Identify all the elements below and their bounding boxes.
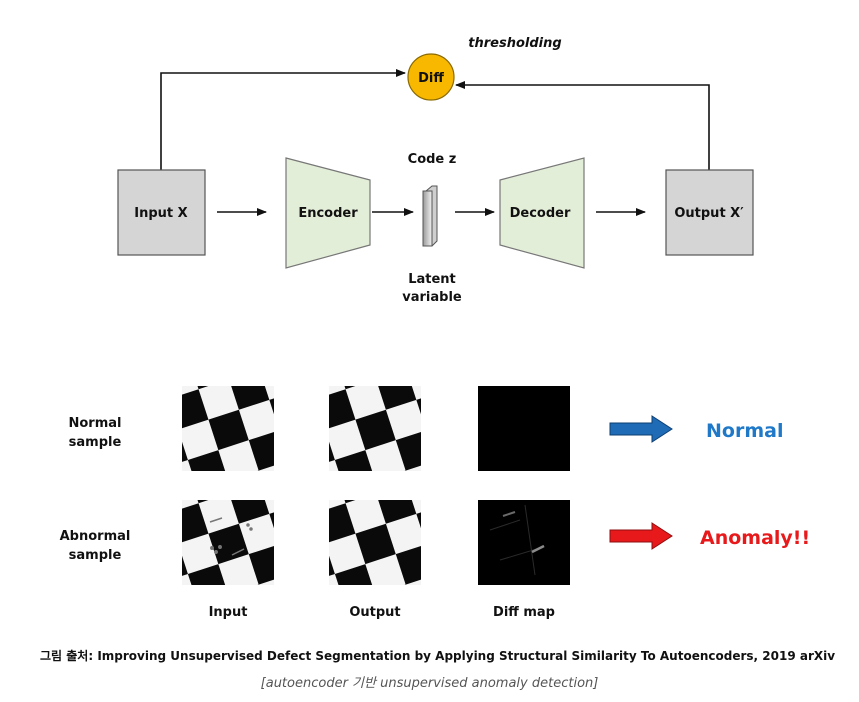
normal-input-image — [182, 386, 274, 471]
abnormal-diff-map — [478, 500, 570, 585]
abnormal-input-image — [182, 500, 274, 585]
diff-label: Diff — [418, 71, 444, 86]
anomaly-result-arrow — [609, 522, 673, 550]
decoder-label: Decoder — [510, 206, 571, 221]
encoder-block — [285, 157, 371, 269]
encoder-label: Encoder — [298, 206, 358, 221]
normal-output-image — [329, 386, 421, 471]
output-to-diff-line — [455, 81, 710, 170]
latent-label-1: Latent — [408, 272, 456, 287]
abnormal-row-label-2: sample — [69, 548, 122, 563]
column-label-output: Output — [349, 605, 400, 620]
normal-row-label-2: sample — [69, 435, 122, 450]
diff-node — [407, 53, 455, 101]
normal-diff-map — [478, 386, 570, 471]
figure-subtitle-caption: [autoencoder 기반 unsupervised anomaly det… — [260, 676, 599, 691]
anomaly-result-label: Anomaly!! — [700, 527, 810, 549]
latent-label-2: variable — [402, 290, 462, 305]
autoencoder-diagram: Diff thresholding Input X Encoder Code z… — [60, 36, 811, 620]
figure-source-caption: 그림 출처: Improving Unsupervised Defect Seg… — [40, 649, 836, 663]
decoder-block — [499, 157, 585, 269]
latent-code-bar — [422, 185, 438, 247]
output-x-label: Output X′ — [674, 206, 744, 221]
output-x-box — [665, 169, 754, 256]
column-label-diff-map: Diff map — [493, 605, 555, 620]
thresholding-label: thresholding — [468, 36, 561, 51]
input-x-box — [117, 169, 206, 256]
normal-result-label: Normal — [706, 420, 783, 442]
input-x-label: Input X — [134, 206, 187, 221]
input-to-diff-line — [160, 69, 406, 170]
abnormal-row-label-1: Abnormal — [60, 529, 131, 544]
normal-row-label-1: Normal — [69, 416, 122, 431]
code-z-label: Code z — [408, 152, 457, 167]
normal-result-arrow — [609, 415, 673, 443]
defect-marks — [209, 517, 253, 556]
abnormal-output-image — [329, 500, 421, 585]
column-label-input: Input — [209, 605, 248, 620]
